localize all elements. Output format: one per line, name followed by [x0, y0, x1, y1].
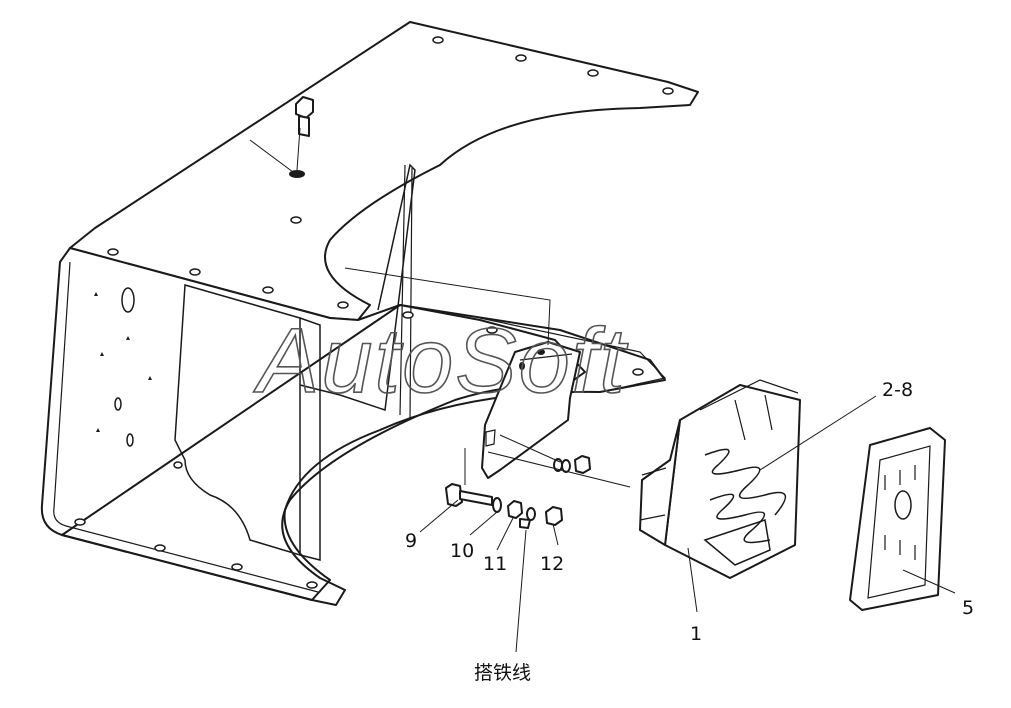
callout-11: 11	[483, 553, 507, 575]
upper-fasteners	[553, 455, 591, 474]
housing-1	[639, 379, 801, 579]
nut-12	[545, 506, 563, 526]
callout-12: 12	[540, 553, 564, 575]
callout-9: 9	[405, 530, 417, 552]
callout-leaders	[419, 395, 956, 653]
callout-1: 1	[690, 623, 702, 645]
bolt-9	[445, 483, 493, 507]
callout-labels: 2-8 5 1 9 10 11 12 搭铁线	[405, 379, 974, 684]
callout-2-8: 2-8	[882, 379, 913, 401]
top-bolt	[289, 96, 314, 178]
washer-10	[492, 497, 502, 513]
assembly-lines	[249, 127, 631, 488]
callout-10: 10	[450, 540, 474, 562]
watermark: AutoSoft	[253, 310, 628, 412]
callout-ground-wire: 搭铁线	[474, 662, 531, 684]
angle-plate	[481, 341, 581, 479]
cover-5	[849, 427, 946, 611]
nut-11	[507, 500, 536, 529]
callout-5: 5	[962, 597, 974, 619]
